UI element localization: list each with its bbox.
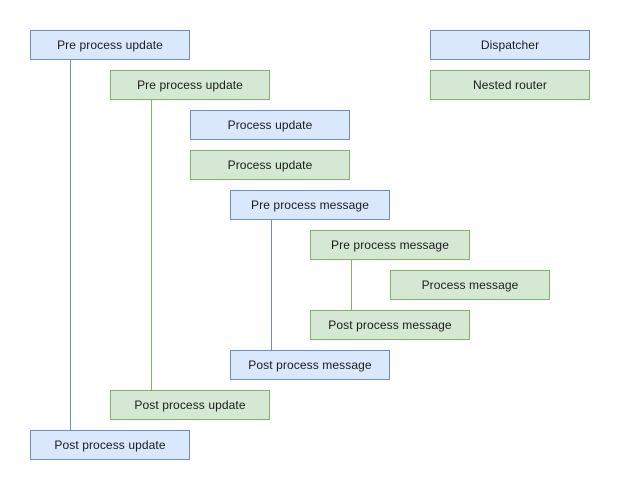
node-pre-process-update-dispatcher[interactable]: Pre process update <box>30 30 190 60</box>
node-process-update-router[interactable]: Process update <box>190 150 350 180</box>
node-process-message-router[interactable]: Process message <box>390 270 550 300</box>
node-label: Post process message <box>248 357 372 372</box>
node-label: Post process update <box>134 397 246 412</box>
node-post-process-message-router[interactable]: Post process message <box>310 310 470 340</box>
legend-item-router[interactable]: Nested router <box>430 70 590 100</box>
node-post-process-update-router[interactable]: Post process update <box>110 390 270 420</box>
node-label: Pre process message <box>251 197 369 212</box>
node-pre-process-message-dispatcher[interactable]: Pre process message <box>230 190 390 220</box>
node-label: Pre process update <box>57 37 163 52</box>
node-label: Pre process update <box>137 77 243 92</box>
node-label: Post process message <box>328 317 452 332</box>
legend-item-dispatcher[interactable]: Dispatcher <box>430 30 590 60</box>
node-label: Post process update <box>54 437 166 452</box>
connector-conn-dispatcher-outer <box>70 60 71 430</box>
node-process-update-dispatcher[interactable]: Process update <box>190 110 350 140</box>
node-post-process-update-dispatcher[interactable]: Post process update <box>30 430 190 460</box>
node-label: Process update <box>227 117 313 132</box>
connector-conn-router-inner <box>351 260 352 310</box>
connector-conn-dispatcher-inner <box>271 220 272 350</box>
legend-item-label: Dispatcher <box>480 37 540 52</box>
node-post-process-message-dispatcher[interactable]: Post process message <box>230 350 390 380</box>
legend-item-label: Nested router <box>472 77 547 92</box>
node-label: Process update <box>227 157 313 172</box>
node-label: Process message <box>421 277 519 292</box>
node-pre-process-update-router[interactable]: Pre process update <box>110 70 270 100</box>
node-label: Pre process message <box>331 237 449 252</box>
node-pre-process-message-router[interactable]: Pre process message <box>310 230 470 260</box>
connector-conn-router-outer <box>151 100 152 390</box>
